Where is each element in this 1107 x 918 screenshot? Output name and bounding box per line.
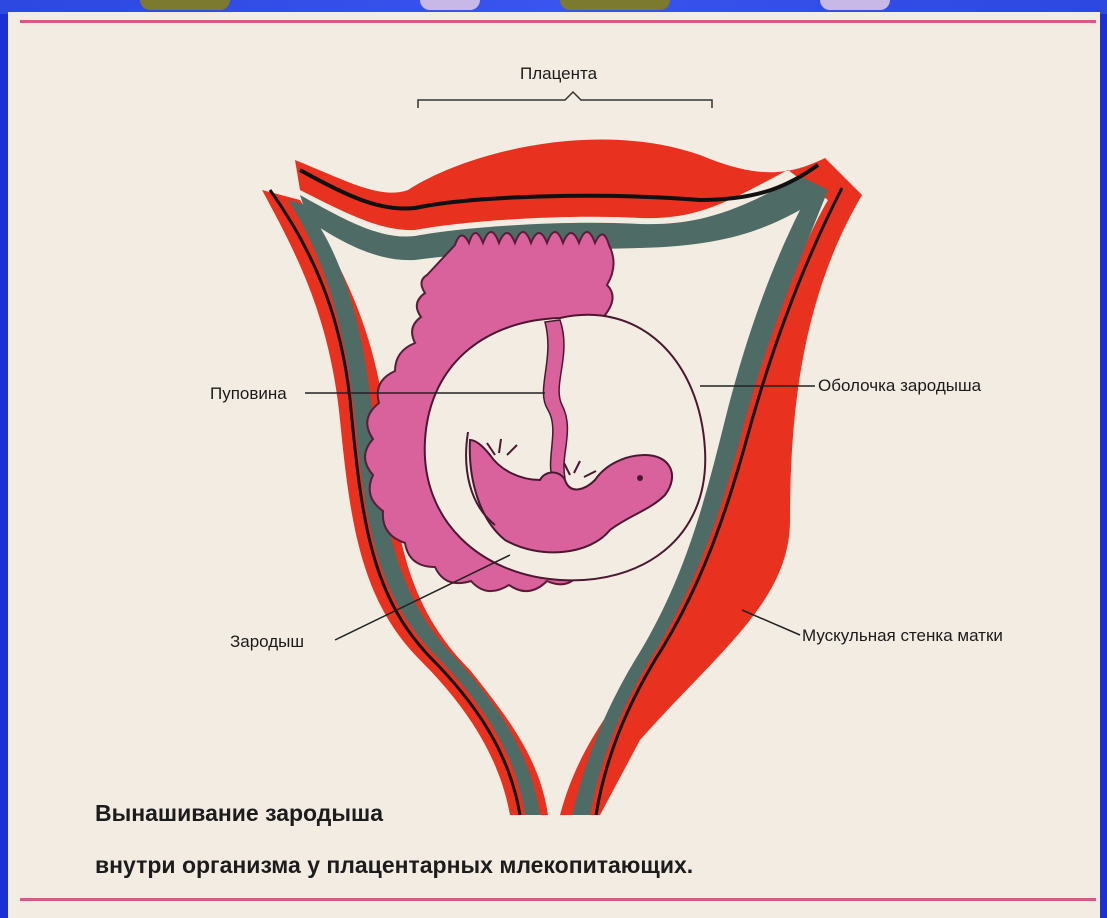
caption-line-1: Вынашивание зародыша [95,800,383,827]
label-placenta: Плацента [520,64,597,84]
embryo-eye [637,475,643,481]
caption-line-2: внутри организма у плацентарных млекопит… [95,852,693,879]
label-umbilical-cord: Пуповина [210,384,287,404]
label-embryo: Зародыш [230,632,304,652]
label-embryo-membrane: Оболочка зародыша [818,376,981,396]
leader-uterus-wall [742,610,800,635]
label-uterus-wall: Мускульная стенка матки [802,626,1003,646]
placenta-bracket [418,92,712,108]
